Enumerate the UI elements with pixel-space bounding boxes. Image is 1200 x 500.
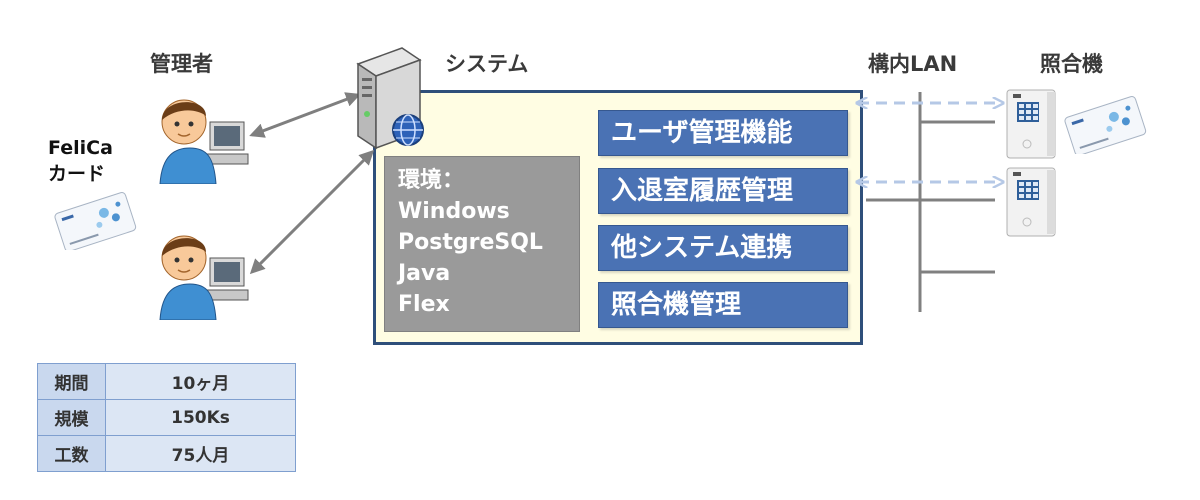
admin-user-icon <box>159 235 249 320</box>
table-key: 規模 <box>37 399 106 436</box>
system-label: システム <box>445 52 529 76</box>
environment-item: Java <box>398 261 451 286</box>
felica-label-line2: カード <box>48 163 106 185</box>
table-key: 工数 <box>37 435 106 472</box>
card-reader-icon <box>1006 167 1056 237</box>
lan-label: 構内LAN <box>868 52 958 76</box>
project-info-table: 期間 10ヶ月 規模 150Ks 工数 75人月 <box>37 363 296 472</box>
felica-card-icon <box>1064 96 1147 154</box>
felica-label-line1: FeliCa <box>48 137 113 159</box>
admin-user-icon <box>159 99 249 184</box>
admin-label: 管理者 <box>150 52 213 76</box>
environment-heading: 環境： <box>398 168 465 193</box>
table-value: 75人月 <box>105 435 296 472</box>
server-icon <box>356 47 424 150</box>
admin1-arrow <box>249 92 361 138</box>
environment-item: Windows <box>398 199 510 224</box>
table-row: 規模 150Ks <box>37 399 296 436</box>
felica-card-icon <box>54 192 137 250</box>
function-reader-management: 照合機管理 <box>598 282 848 328</box>
function-system-integration: 他システム連携 <box>598 225 848 271</box>
table-row: 工数 75人月 <box>37 435 296 472</box>
table-value: 10ヶ月 <box>105 363 296 400</box>
table-row: 期間 10ヶ月 <box>37 363 296 400</box>
reader-label: 照合機 <box>1040 52 1103 76</box>
felica-label: FeliCa カード <box>48 135 113 187</box>
environment-box: 環境： Windows PostgreSQL Java Flex <box>384 156 580 332</box>
function-access-history: 入退室履歴管理 <box>598 168 848 214</box>
table-key: 期間 <box>37 363 106 400</box>
environment-item: PostgreSQL <box>398 230 543 255</box>
admin2-arrow <box>249 149 375 275</box>
environment-item: Flex <box>398 292 450 317</box>
function-user-management: ユーザ管理機能 <box>598 110 848 156</box>
table-value: 150Ks <box>105 399 296 436</box>
card-reader-icon <box>1006 89 1056 159</box>
